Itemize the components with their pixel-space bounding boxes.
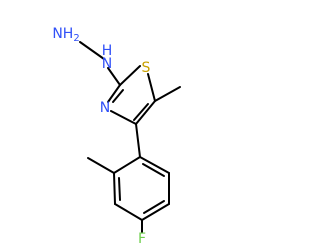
bond-c4-phenyl [135,123,141,158]
bond-benzene-inner-1 [118,177,121,201]
molecule-structure: NH2 H N S N F [52,26,181,247]
bond-benzene-inner-3 [142,163,165,177]
bond-benzene-1 [113,156,141,174]
bond-c5-c4 [135,100,156,125]
bond-benzene-methyl [87,157,115,174]
bond-s1-c5 [147,73,156,102]
bond-benzene-4 [141,203,170,221]
atom-label-sulfur: S [142,60,151,76]
atom-label-hydrazine-n: N [102,56,112,72]
bond-nh2-nh [79,41,105,60]
bond-benzene-3 [114,203,143,221]
atom-label-nh2: NH2 [52,26,79,44]
bond-c4-n3 [110,110,137,125]
bond-n3-c2 [107,84,121,103]
atom-label-thiazole-n: N [100,100,110,116]
bond-c5-methyl [154,86,181,102]
bond-nh-c2 [107,67,121,86]
bond-benzene-6 [139,156,170,174]
bond-c2-s1 [119,65,141,86]
atom-label-fluorine: F [138,231,146,247]
bond-benzene-inner-2 [143,200,165,214]
bond-c5-c4-double [133,103,149,121]
atom-label-hydrazine-h: H [102,43,113,59]
bond-benzene-2 [113,172,116,205]
bond-n3-c2-double [112,89,124,103]
structure-canvas: NH2 H N S N F [52,26,181,247]
